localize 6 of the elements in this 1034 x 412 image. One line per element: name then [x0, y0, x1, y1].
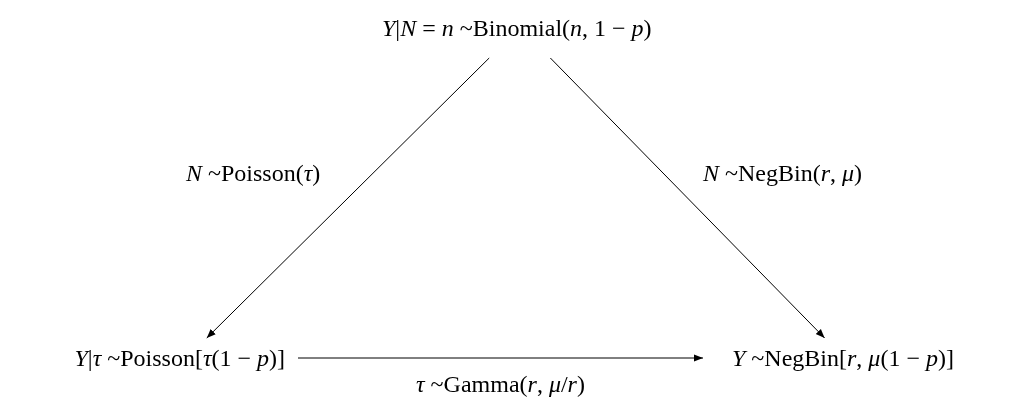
- formula-label: Y|N = n ~Binomial(n, 1 − p): [378, 8, 656, 48]
- arrow: [206, 57, 490, 339]
- arrow: [549, 57, 826, 339]
- formula-label: Y ~NegBin[r, μ(1 − p)]: [728, 338, 958, 378]
- arrow: [297, 354, 704, 362]
- formula-label: Y|τ ~Poisson[τ(1 − p)]: [70, 338, 290, 378]
